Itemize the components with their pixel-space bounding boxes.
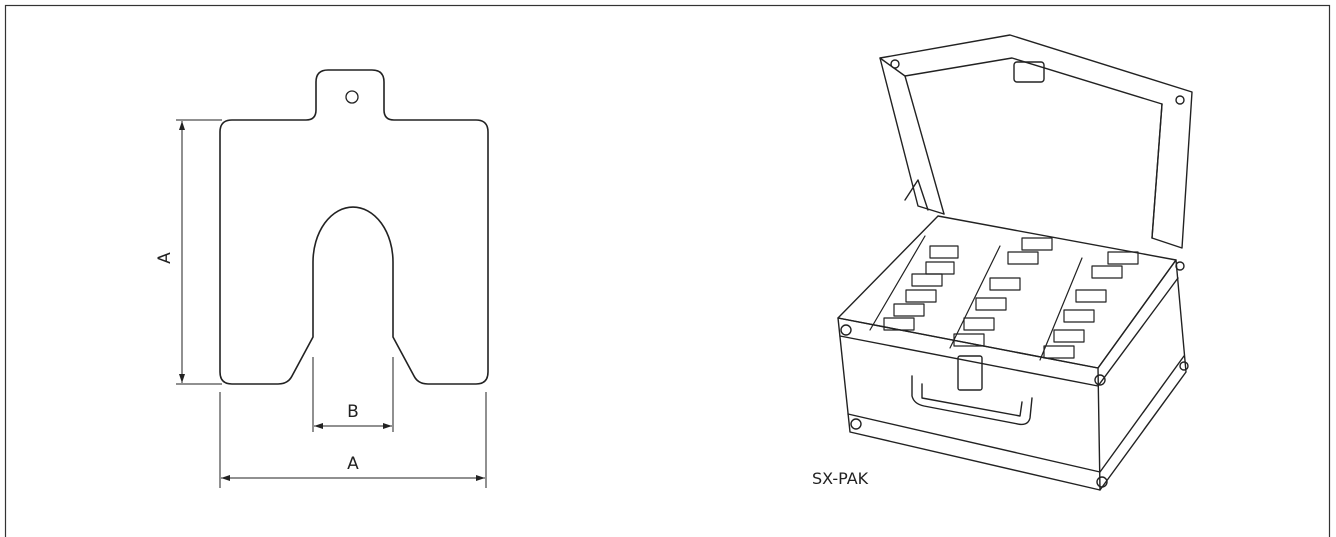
dimension-slot-label: B	[347, 402, 359, 422]
dimension-width-label: A	[347, 454, 359, 474]
lid-stay	[904, 179, 929, 211]
shim-stack-6	[953, 317, 995, 347]
dimension-height-label: A	[155, 252, 175, 264]
shim-stack-4	[1007, 237, 1053, 265]
lid-corner-rivet-2	[1175, 95, 1185, 105]
carry-handle	[911, 375, 1033, 426]
sx-pak-case-illustration	[837, 34, 1193, 491]
shim-stack-5	[975, 277, 1021, 311]
front-lock	[957, 355, 983, 391]
tray-divider-2	[949, 245, 1001, 349]
shim-stack-2	[905, 273, 943, 303]
shim-outline	[219, 69, 489, 385]
carry-handle-grip	[921, 383, 1023, 417]
figure-border	[4, 4, 1331, 537]
tray-divider-3	[1039, 257, 1083, 361]
shim-drawing: A B A	[155, 69, 489, 488]
case-lid	[879, 34, 1193, 249]
corner-bumper-6	[1179, 361, 1189, 371]
lid-frame-right-inner	[1151, 103, 1163, 239]
lid-frame-left	[879, 57, 945, 215]
lid-latch	[1013, 61, 1045, 83]
corner-bumper-3	[850, 418, 862, 430]
front-rim-band	[839, 277, 1179, 387]
bottom-rim-band	[847, 355, 1185, 473]
corner-bumper-1	[840, 324, 852, 336]
corner-bumper-2	[1094, 374, 1106, 386]
hanging-hole	[345, 90, 359, 104]
shim-stack-8	[1063, 289, 1107, 323]
lid-corner-rivet-1	[890, 59, 900, 69]
kit-caption: SX-PAK	[812, 469, 869, 488]
tray-divider-1	[869, 235, 926, 331]
case-side	[1097, 259, 1187, 491]
shim-stack-7	[1091, 251, 1139, 279]
lid-inner-edge	[904, 75, 945, 215]
shim-stacks-tray	[869, 235, 1139, 361]
corner-bumper-5	[1175, 261, 1185, 271]
shim-stack-9	[1043, 329, 1085, 359]
corner-bumper-4	[1096, 476, 1108, 488]
shim-stack-3	[883, 303, 925, 331]
shim-stack-1	[925, 245, 959, 275]
